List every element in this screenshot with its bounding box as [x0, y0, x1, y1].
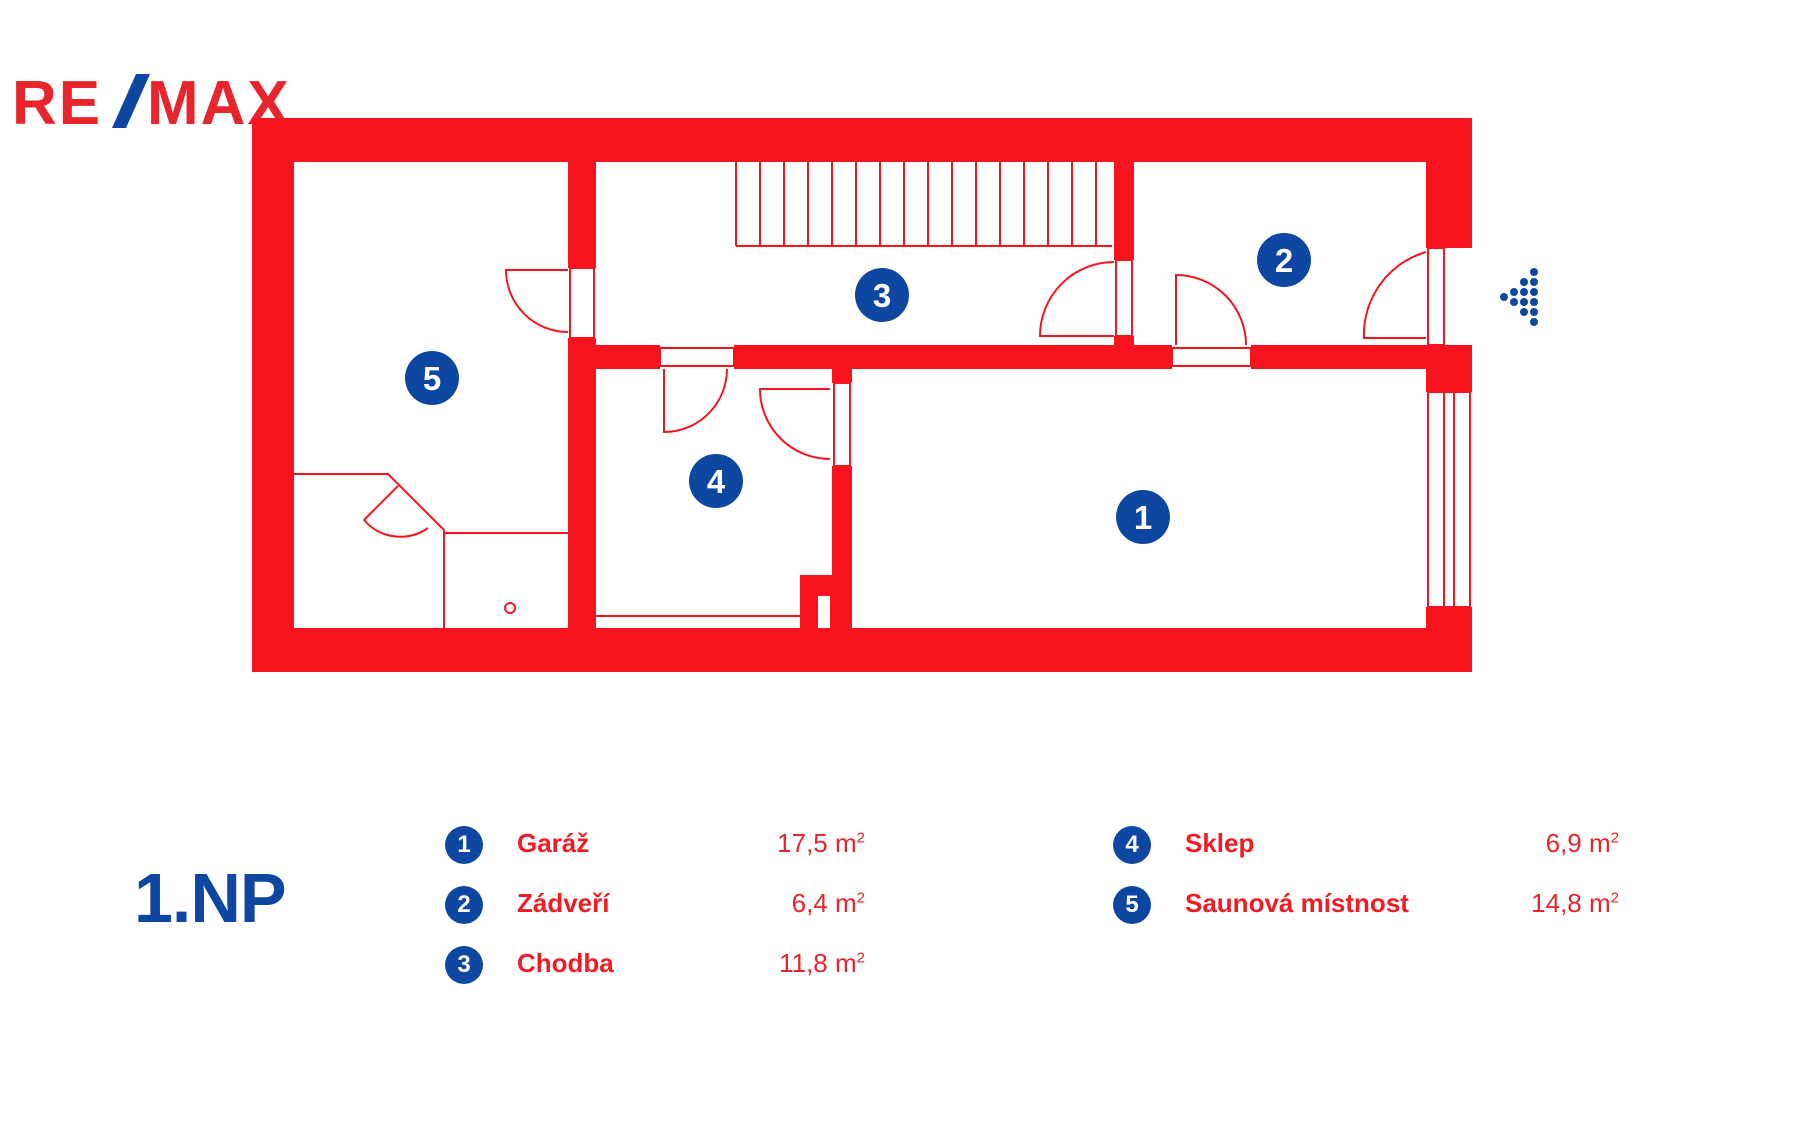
shower-drain: [504, 602, 516, 614]
door-frame-garaz: [833, 382, 851, 467]
plan-badges: 1 2 3 4 5: [405, 233, 1311, 544]
door-swing-room5: [504, 269, 569, 333]
staircase: [735, 162, 1112, 247]
legend-badge-1: 1: [445, 826, 483, 864]
door-swing-sklep: [663, 368, 728, 434]
wall-v1-bottom: [568, 338, 596, 672]
wall-v3-top: [832, 345, 852, 383]
remax-logo: RE MAX: [12, 69, 289, 136]
wall-bottom: [252, 628, 1472, 672]
badge-room-1: 1: [1116, 490, 1170, 544]
legend-room-area-4-unit: 2: [1610, 829, 1619, 847]
legend-room-area-3-unit: 2: [856, 949, 865, 967]
legend-room-area-5: 14,8 m2: [1413, 888, 1619, 919]
legend-badge-3: 3: [445, 946, 483, 984]
badge-room-3: 3: [855, 268, 909, 322]
wall-right-top: [1426, 118, 1472, 248]
legend-room-area-2-unit: 2: [856, 889, 865, 907]
badge-room-2: 2: [1257, 233, 1311, 287]
sauna-door-swing: [363, 519, 429, 538]
wall-top: [252, 118, 1472, 162]
legend-room-name-1: Garáž: [517, 828, 590, 858]
legend-room-area-1: 17,5 m2: [735, 828, 865, 859]
remax-logo-slash: [112, 74, 150, 128]
legend-room-area-1-unit: 2: [856, 829, 865, 847]
legend-badge-4: 4: [1113, 826, 1151, 864]
legend-room-area-4: 6,9 m2: [1413, 828, 1619, 859]
legend-room-name-3: Chodba: [517, 948, 614, 978]
legend-room-name-4: Sklep: [1185, 828, 1255, 858]
legend-room-area-2: 6,4 m2: [735, 888, 865, 919]
badge-room-5-num: 5: [423, 360, 441, 397]
legend-badge-2: 2: [445, 886, 483, 924]
badge-room-4-num: 4: [707, 463, 726, 500]
legend-room-area-4-value: 6,9 m: [1545, 828, 1611, 858]
fixtures: [294, 162, 1471, 628]
floor-label: 1.NP: [134, 859, 287, 937]
legend-room-name-2: Zádveří: [517, 888, 610, 918]
door-frame-sklep: [659, 347, 735, 367]
door-swing-garaz: [758, 388, 831, 460]
wall-v2-bottom: [1114, 336, 1134, 369]
legend-room-area-3-value: 11,8 m: [779, 948, 857, 978]
wall-h-c: [1251, 345, 1451, 369]
wall-v2-top: [1114, 118, 1134, 260]
door-swing-corridor: [1038, 261, 1115, 337]
wall-h-a: [568, 345, 660, 369]
door-frame-zadveri: [1171, 347, 1252, 367]
badge-room-1-num: 1: [1134, 499, 1152, 536]
wall-v1-top: [568, 118, 596, 268]
badge-room-2-num: 2: [1275, 242, 1293, 279]
door-swing-zadveri: [1175, 273, 1247, 346]
wall-right-bottom: [1426, 607, 1472, 672]
badge-room-3-num: 3: [873, 277, 891, 314]
door-swing-entrance: [1362, 251, 1427, 339]
legend-room-area-1-value: 17,5 m: [777, 828, 857, 858]
wall-left: [252, 118, 294, 672]
walls: [252, 118, 1472, 672]
legend-badge-5: 5: [1113, 886, 1151, 924]
legend-room-area-5-value: 14,8 m: [1531, 888, 1611, 918]
door-frame-room5: [569, 267, 595, 339]
legend-room-area-3: 11,8 m2: [735, 948, 865, 979]
legend-room-area-5-unit: 2: [1610, 889, 1619, 907]
badge-room-5: 5: [405, 351, 459, 405]
entrance-arrow-icon: [1500, 268, 1538, 326]
legend-room-area-2-value: 6,4 m: [791, 888, 857, 918]
legend-room-name-5: Saunová místnost: [1185, 888, 1409, 918]
entrance-frame: [1427, 247, 1445, 346]
garage-door: [1427, 391, 1471, 608]
remax-logo-re: RE: [12, 69, 102, 136]
badge-room-4: 4: [689, 454, 743, 508]
sauna-cabin-wall: [294, 473, 445, 628]
wall-h-b: [734, 345, 1172, 369]
door-frame-corridor: [1115, 259, 1133, 337]
pillar-cut: [818, 596, 830, 628]
